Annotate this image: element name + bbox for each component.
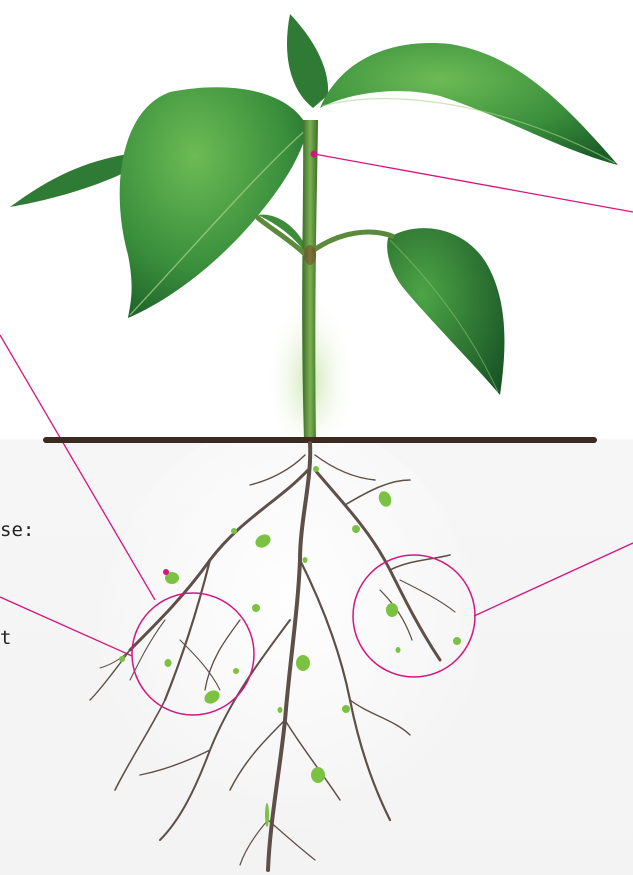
root-nodule-icon	[453, 637, 461, 645]
leaf-left-large	[120, 87, 308, 318]
leaf-top	[287, 14, 328, 108]
root-nodule-icon	[313, 466, 319, 472]
callout-dot-nodule	[163, 569, 169, 575]
root-nodule-icon	[352, 525, 360, 533]
root-nodule-icon	[386, 603, 398, 617]
root-nodule-icon	[165, 659, 172, 667]
root-nodule-icon	[231, 528, 237, 534]
callout-dot-stem	[311, 151, 318, 158]
root-nodule-icon	[278, 707, 283, 713]
label-fragment-upper: se:	[0, 519, 34, 541]
root-nodule-icon	[342, 705, 350, 713]
root-nodule-icon	[296, 655, 310, 671]
leaf-right-large	[320, 43, 618, 165]
root-nodule-icon	[119, 656, 125, 662]
root-nodule-icon	[303, 557, 308, 563]
root-nodule-icon	[265, 803, 269, 827]
root-nodule-icon	[311, 767, 325, 783]
callout-line-stem	[314, 154, 633, 212]
label-fragment-lower: t	[0, 627, 11, 649]
root-nodule-icon	[396, 647, 401, 653]
callout-line-left-upper	[0, 335, 155, 600]
root-nodule-icon	[233, 668, 239, 674]
callout-line-right	[474, 543, 633, 616]
root-nodule-icon	[252, 604, 260, 612]
